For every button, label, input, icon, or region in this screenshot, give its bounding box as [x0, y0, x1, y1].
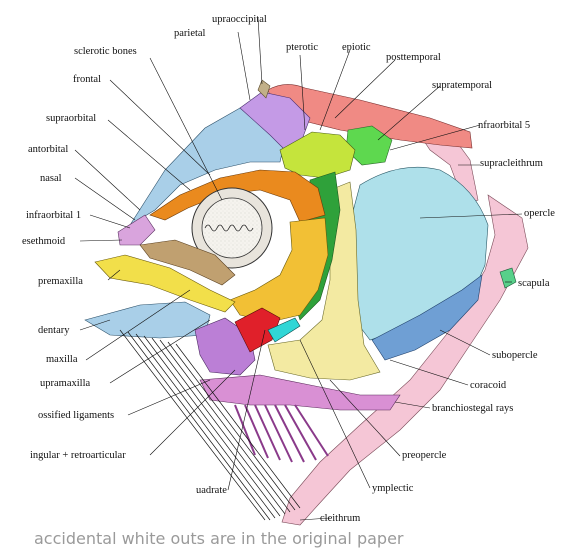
branchiostegal-region [199, 374, 401, 411]
subopercle-bone [371, 274, 483, 361]
premaxilla-bone [94, 254, 236, 313]
label-posttemporal: posttemporal [386, 52, 441, 63]
preopercle-bone [267, 181, 381, 381]
label-nasal: nasal [40, 173, 62, 184]
dentary-bone [84, 301, 211, 339]
label-scapula: scapula [518, 278, 550, 289]
label-parietal: parietal [174, 28, 206, 39]
label-angular: ingular + retroarticular [30, 450, 126, 461]
mesethmoid-bone [117, 214, 156, 246]
label-infraorbital5: nfraorbital 5 [478, 120, 531, 131]
label-ossified: ossified ligaments [38, 410, 115, 421]
label-sclerotic: sclerotic bones [74, 46, 137, 57]
symplectic-bone [267, 317, 301, 343]
supraoccipital-bone [257, 79, 271, 99]
label-coracoid: coracoid [470, 380, 507, 391]
caption: accidental white outs are in the origina… [34, 529, 404, 548]
label-quadrate: uadrate [196, 485, 227, 496]
infraorbital-upper [149, 169, 326, 223]
label-supracleithrum: supracleithrum [480, 158, 543, 169]
label-epiotic: epiotic [342, 42, 371, 53]
label-subopercle: subopercle [492, 350, 538, 361]
ossified-ligaments [119, 329, 301, 521]
pterotic-epiotic-bone [279, 131, 356, 179]
label-infraorbital1: infraorbital 1 [26, 210, 82, 221]
label-supramaxilla: upramaxilla [40, 378, 91, 389]
label-supraoccipital: upraoccipital [212, 14, 267, 25]
label-maxilla: maxilla [46, 354, 78, 365]
label-dentary: dentary [38, 325, 70, 336]
label-branchiostegal: branchiostegal rays [432, 403, 514, 414]
leader-lines [74, 17, 523, 521]
label-pterotic: pterotic [286, 42, 319, 53]
label-mesethmoid: esethmoid [22, 236, 66, 247]
label-antorbital: antorbital [28, 144, 69, 155]
label-symplectic: ymplectic [372, 483, 414, 494]
label-supraorbital: supraorbital [46, 113, 97, 124]
label-opercle: opercle [524, 208, 555, 219]
label-frontal: frontal [73, 74, 101, 85]
eye-squiggle [204, 224, 254, 232]
label-preopercle: preopercle [402, 450, 447, 461]
scapula-bone [499, 267, 517, 289]
branchiostegal-rays [234, 404, 329, 463]
label-supratemporal: supratemporal [432, 80, 493, 91]
maxilla-bone [139, 239, 236, 286]
label-premaxilla: premaxilla [38, 276, 83, 287]
label-cleithrum: cleithrum [320, 513, 361, 524]
